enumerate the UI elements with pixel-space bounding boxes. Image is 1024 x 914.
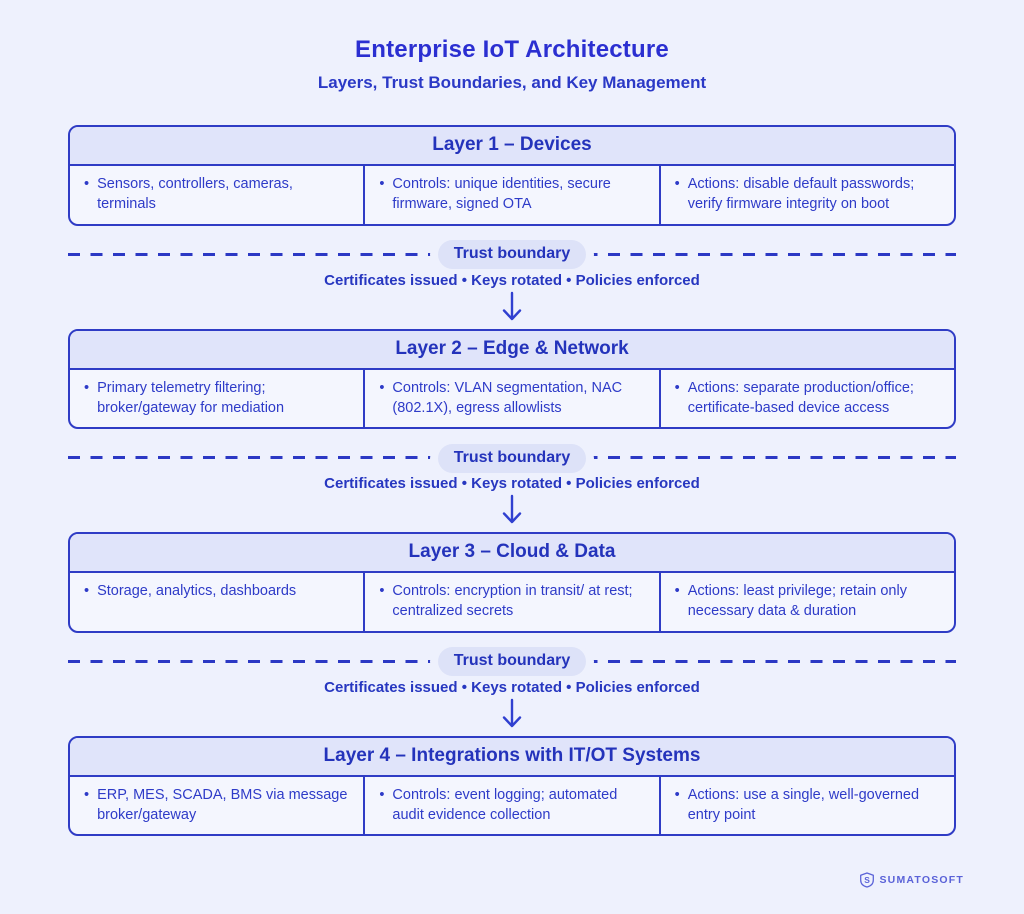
boundary-caption: Certificates issued • Keys rotated • Pol…	[324, 678, 700, 696]
trust-boundary-pill-wrap: Trust boundary	[429, 647, 595, 677]
cell-text: Controls: encryption in transit/ at rest…	[392, 583, 633, 620]
layer-title: Layer 1 – Devices	[70, 127, 954, 166]
bullet-icon: •	[379, 176, 385, 192]
cell-text: Actions: use a single, well-governed ent…	[687, 786, 920, 824]
cell-text: Actions: least privilege; retain only ne…	[687, 583, 907, 620]
trust-boundary-pill: Trust boundary	[437, 443, 587, 473]
bullet-icon: •	[674, 786, 680, 803]
down-arrow-icon	[502, 698, 522, 727]
layer-cell: • ERP, MES, SCADA, BMS via message broke…	[70, 777, 363, 835]
layer-box-1: Layer 1 – Devices • Sensors, controllers…	[68, 125, 956, 226]
trust-boundary-divider: Trust boundary	[68, 240, 956, 270]
brand-logo: S SUMATOSOFT	[860, 872, 964, 888]
cell-text: Actions: disable default passwords; veri…	[687, 176, 915, 213]
boundary-caption: Certificates issued • Keys rotated • Pol…	[324, 475, 700, 493]
flow-arrow	[68, 494, 956, 526]
layer-cell: • Primary telemetry filtering; broker/ga…	[70, 370, 363, 428]
cell-text: Storage, analytics, dashboards	[97, 583, 297, 600]
layer-cell: • Actions: use a single, well-governed e…	[658, 776, 954, 835]
bullet-icon: •	[379, 379, 385, 396]
layer-cell: • Controls: event logging; automated aud…	[363, 776, 658, 835]
bullet-icon: •	[379, 786, 385, 803]
bullet-icon: •	[674, 583, 680, 600]
layer-box-2: Layer 2 – Edge & Network • Primary telem…	[68, 328, 956, 430]
layer-title: Layer 4 – Integrations with IT/OT System…	[70, 737, 954, 777]
bullet-icon: •	[84, 786, 90, 803]
layer-cell: • Actions: separate production/office; c…	[658, 369, 954, 428]
bullet-icon: •	[84, 379, 90, 396]
layer-cell: • Actions: least privilege; retain only …	[658, 573, 954, 631]
cell-text: Controls: event logging; automated audit…	[392, 786, 618, 824]
layer-cell: • Storage, analytics, dashboards	[70, 573, 363, 631]
page-subtitle: Layers, Trust Boundaries, and Key Manage…	[317, 73, 707, 92]
cell-text: Sensors, controllers, cameras, terminals	[97, 176, 293, 213]
layer-cell: • Actions: disable default passwords; ve…	[658, 166, 954, 224]
trust-boundary-divider: Trust boundary	[68, 443, 956, 473]
layer-cell: • Controls: VLAN segmentation, NAC (802.…	[363, 369, 658, 428]
layer-cells: • Storage, analytics, dashboards • Contr…	[70, 573, 954, 631]
boundary-caption: Certificates issued • Keys rotated • Pol…	[324, 271, 700, 289]
down-arrow-icon	[502, 494, 522, 524]
trust-boundary-pill: Trust boundary	[437, 647, 587, 677]
shield-s-icon: S	[860, 872, 875, 888]
trust-boundary-pill-wrap: Trust boundary	[429, 443, 595, 473]
bullet-icon: •	[84, 583, 90, 600]
page-title: Enterprise IoT Architecture	[355, 36, 669, 63]
cell-text: ERP, MES, SCADA, BMS via message broker/…	[97, 786, 348, 824]
cell-text: Actions: separate production/office; cer…	[687, 379, 914, 416]
layer-cell: • Controls: encryption in transit/ at re…	[363, 573, 658, 631]
svg-text:S: S	[865, 875, 871, 885]
trust-boundary-section: Trust boundary Certificates issued • Key…	[68, 443, 956, 526]
trust-boundary-pill-wrap: Trust boundary	[429, 240, 595, 270]
layer-stack: Layer 1 – Devices • Sensors, controllers…	[68, 125, 956, 837]
flow-arrow	[68, 698, 956, 730]
layer-cells: • ERP, MES, SCADA, BMS via message broke…	[70, 776, 954, 835]
brand-name: SUMATOSOFT	[879, 874, 964, 886]
cell-text: Primary telemetry filtering; broker/gate…	[97, 379, 285, 416]
layer-cell: • Sensors, controllers, cameras, termina…	[70, 166, 363, 224]
flow-arrow	[68, 291, 956, 323]
cell-text: Controls: VLAN segmentation, NAC (802.1X…	[392, 379, 623, 416]
layer-box-3: Layer 3 – Cloud & Data • Storage, analyt…	[68, 532, 956, 633]
trust-boundary-section: Trust boundary Certificates issued • Key…	[68, 647, 956, 730]
layer-cells: • Primary telemetry filtering; broker/ga…	[70, 369, 954, 428]
layer-title: Layer 3 – Cloud & Data	[70, 534, 954, 574]
bullet-icon: •	[84, 176, 90, 192]
bullet-icon: •	[674, 379, 680, 396]
cell-text: Controls: unique identities, secure firm…	[392, 176, 611, 213]
layer-cells: • Sensors, controllers, cameras, termina…	[70, 166, 954, 224]
layer-box-4: Layer 4 – Integrations with IT/OT System…	[68, 735, 956, 837]
bullet-icon: •	[379, 583, 385, 600]
layer-cell: • Controls: unique identities, secure fi…	[363, 166, 658, 224]
down-arrow-icon	[502, 291, 522, 320]
bullet-icon: •	[674, 176, 680, 192]
trust-boundary-divider: Trust boundary	[68, 647, 956, 677]
trust-boundary-section: Trust boundary Certificates issued • Key…	[68, 240, 956, 323]
trust-boundary-pill: Trust boundary	[437, 240, 587, 270]
layer-title: Layer 2 – Edge & Network	[70, 330, 954, 370]
